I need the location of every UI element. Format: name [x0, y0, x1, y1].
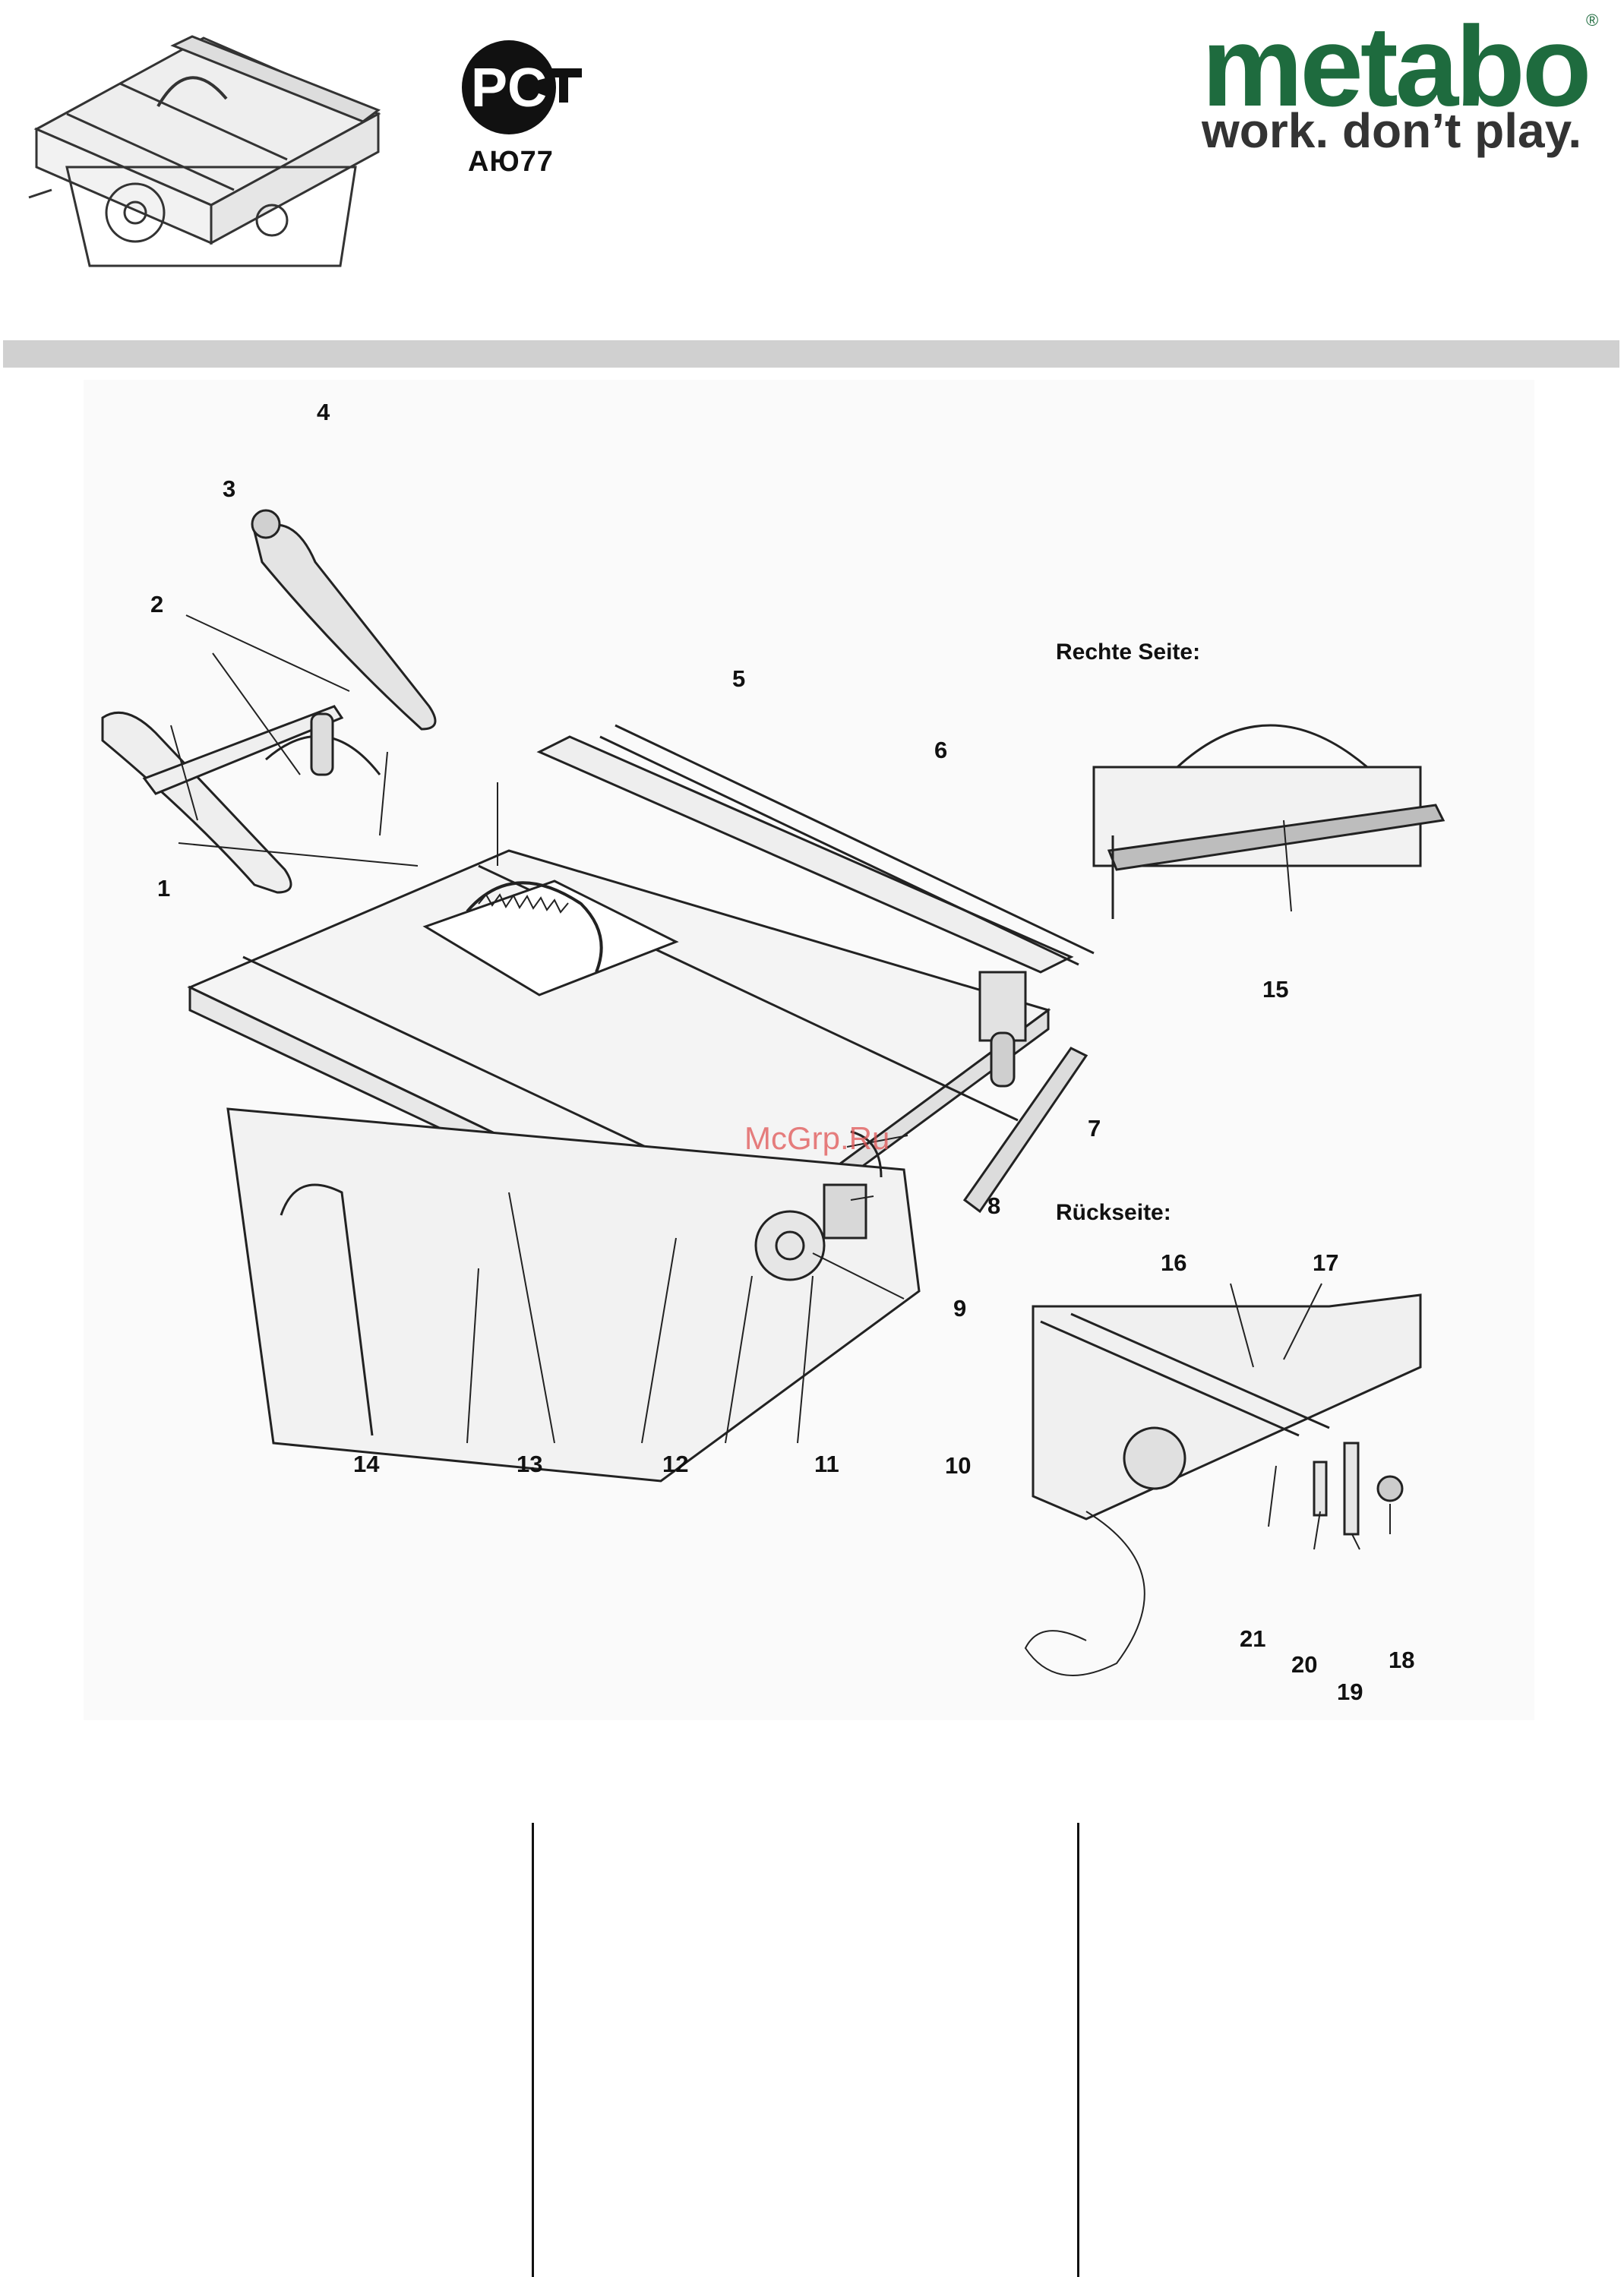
- svg-text:PC: PC: [471, 58, 547, 118]
- table-saw-thumbnail: [21, 15, 386, 304]
- callout-1: 1: [157, 875, 170, 902]
- callout-21: 21: [1240, 1625, 1265, 1653]
- certification-code: АЮ77: [468, 146, 554, 178]
- callout-20: 20: [1291, 1651, 1317, 1679]
- callout-15: 15: [1262, 976, 1288, 1003]
- callout-9: 9: [953, 1295, 966, 1322]
- callout-11: 11: [814, 1451, 839, 1478]
- callout-10: 10: [945, 1452, 971, 1480]
- callout-13: 13: [517, 1451, 542, 1478]
- callout-14: 14: [353, 1451, 379, 1478]
- column-divider: [532, 1823, 534, 2277]
- registered-mark: ®: [1586, 11, 1598, 30]
- rear-side-heading: Rückseite:: [1056, 1200, 1171, 1226]
- brand-slogan: work. don’t play.: [1202, 106, 1581, 155]
- exploded-view-figure: [84, 380, 1534, 1720]
- callout-6: 6: [934, 737, 947, 764]
- callout-18: 18: [1389, 1647, 1414, 1674]
- callout-3: 3: [223, 475, 235, 503]
- rear-side-inset: [1025, 1284, 1420, 1675]
- blade-guard: [254, 525, 435, 729]
- callout-17: 17: [1313, 1249, 1338, 1277]
- callout-5: 5: [732, 665, 745, 693]
- callout-4: 4: [317, 399, 330, 426]
- callout-16: 16: [1161, 1249, 1186, 1277]
- right-side-inset: [1094, 725, 1443, 919]
- callout-12: 12: [662, 1451, 688, 1478]
- saw-base: [228, 1109, 919, 1481]
- watermark: McGrp.Ru: [744, 1120, 889, 1157]
- callout-2: 2: [150, 591, 163, 618]
- section-divider-band: [3, 340, 1619, 368]
- right-side-heading: Rechte Seite:: [1056, 640, 1200, 665]
- callout-7: 7: [1088, 1115, 1101, 1142]
- callout-8: 8: [987, 1192, 1000, 1220]
- column-divider: [1077, 1823, 1079, 2277]
- callout-19: 19: [1337, 1679, 1363, 1706]
